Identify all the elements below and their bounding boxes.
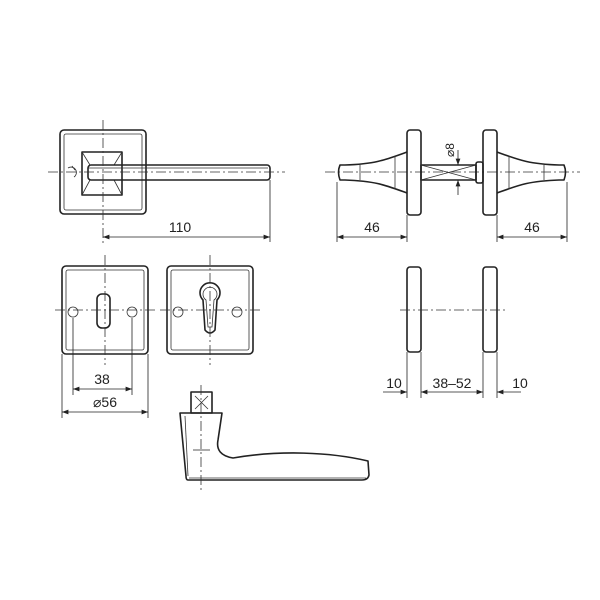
- dim-door-thickness: 38–52: [433, 375, 472, 391]
- dim-screw-spacing: 38: [94, 371, 110, 387]
- rose-side-view: 10 38–52 10: [383, 266, 528, 398]
- dim-rose-diameter: ⌀56: [93, 394, 117, 410]
- screw-icon: [67, 165, 77, 178]
- lever-front-view: 110: [48, 120, 285, 245]
- dim-rose-thickness-left: 10: [386, 375, 402, 391]
- dim-knob-left: 46: [364, 219, 380, 235]
- dim-rose-thickness-right: 10: [512, 375, 528, 391]
- dim-knob-right: 46: [524, 219, 540, 235]
- dim-lever-length: 110: [169, 219, 192, 235]
- lever-side-view: [179, 385, 370, 490]
- escutcheon-cylinder: [160, 255, 260, 365]
- dim-spindle-diameter: ⌀8: [443, 143, 457, 157]
- knob-side-view: ⌀8 46 46: [325, 129, 580, 242]
- escutcheon-keyhole: 38 ⌀56: [55, 255, 155, 418]
